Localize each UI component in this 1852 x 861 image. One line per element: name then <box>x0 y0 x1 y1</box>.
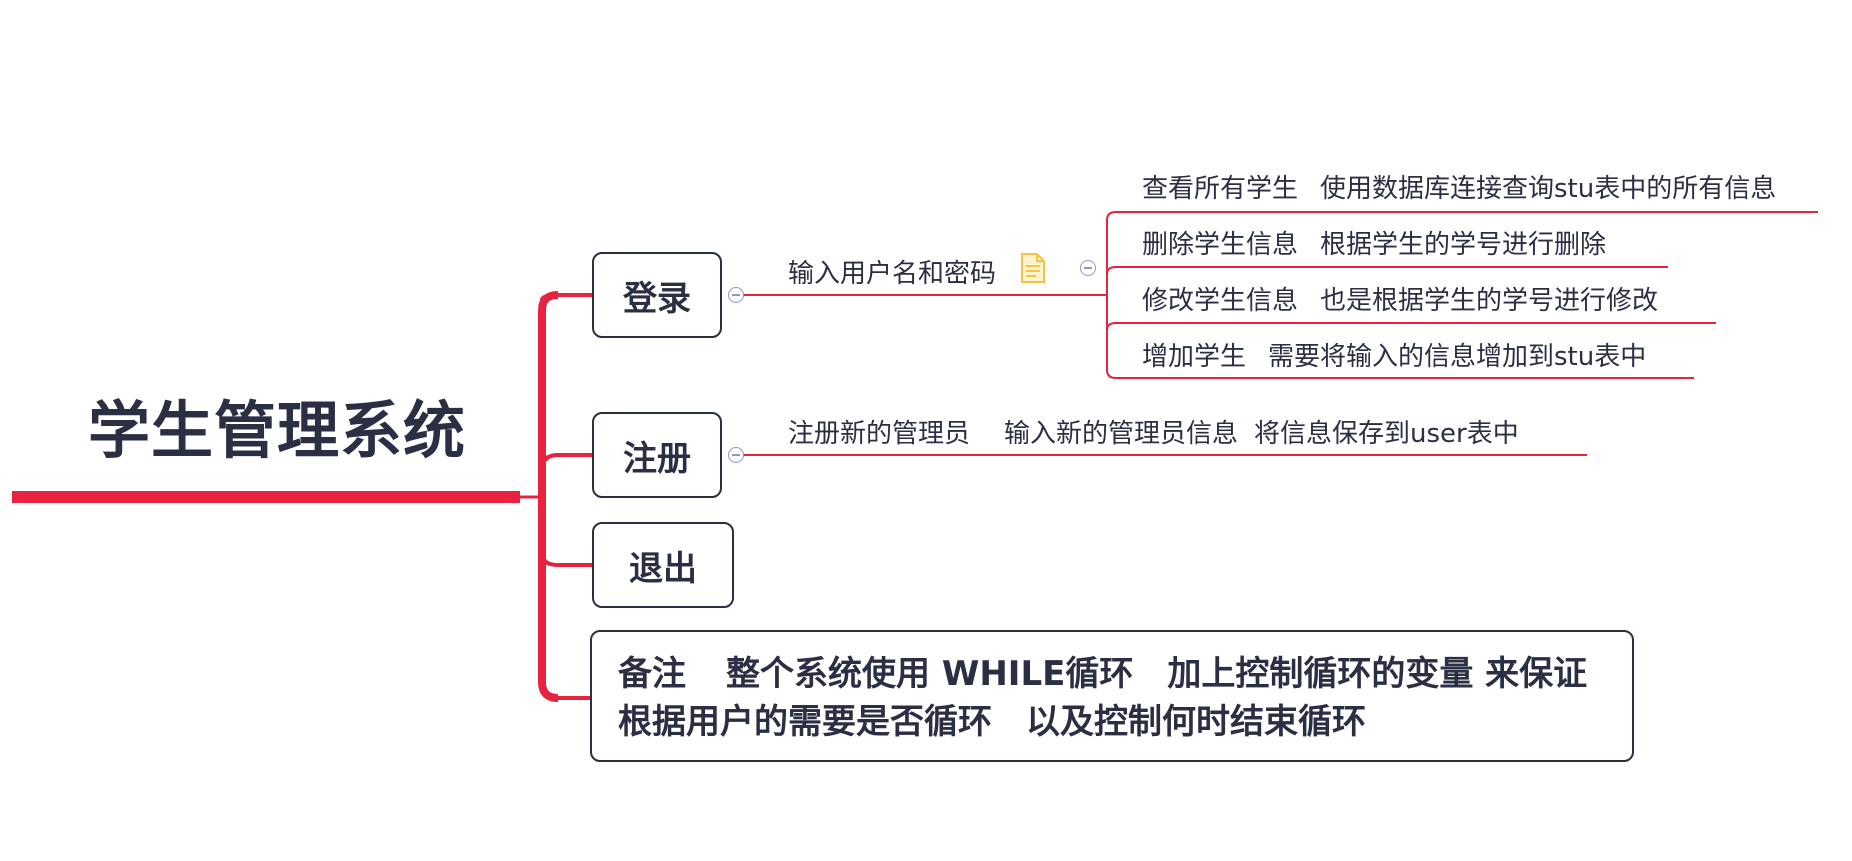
leaf-underline-3 <box>1106 322 1716 331</box>
note-line-1: 备注整个系统使用 WHILE循环 加上控制循环的变量 来保证 <box>618 650 1606 698</box>
leaf-detail: 也是根据学生的学号进行修改 <box>1320 286 1659 316</box>
branch-connector-note <box>540 681 592 700</box>
collapse-toggle-login-child[interactable] <box>1080 260 1096 276</box>
note-line-1-text: 整个系统使用 WHILE循环 加上控制循环的变量 来保证 <box>726 654 1588 694</box>
login-leaves-bracket <box>1100 211 1818 379</box>
leaf-modify-student[interactable]: 修改学生信息也是根据学生的学号进行修改 <box>1142 280 1658 317</box>
note-icon[interactable] <box>1020 252 1046 284</box>
leaf-underline-2 <box>1106 266 1668 275</box>
root-topic[interactable]: 学生管理系统 <box>88 394 467 467</box>
branch-connector-login <box>540 293 592 301</box>
trunk-line <box>538 291 559 702</box>
leaf-detail: 需要将输入的信息增加到stu表中 <box>1268 342 1647 372</box>
leaf-add-student[interactable]: 增加学生需要将输入的信息增加到stu表中 <box>1142 336 1646 373</box>
register-detail-2: 将信息保存到user表中 <box>1254 419 1519 449</box>
branch-node-login[interactable]: 登录 <box>592 252 722 338</box>
branch-connector-register <box>540 453 592 471</box>
branch-node-register[interactable]: 注册 <box>592 412 722 498</box>
leaf-detail: 根据学生的学号进行删除 <box>1320 230 1607 260</box>
branch-node-exit[interactable]: 退出 <box>592 522 734 608</box>
leaf-title: 修改学生信息 <box>1142 286 1299 316</box>
leaf-delete-student[interactable]: 删除学生信息根据学生的学号进行删除 <box>1142 224 1606 261</box>
branch-node-note[interactable]: 备注整个系统使用 WHILE循环 加上控制循环的变量 来保证 根据用户的需要是否… <box>590 630 1634 762</box>
leaf-view-students[interactable]: 查看所有学生使用数据库连接查询stu表中的所有信息 <box>1142 168 1776 205</box>
note-heading: 备注 <box>618 654 686 694</box>
register-child[interactable]: 注册新的管理员 输入新的管理员信息将信息保存到user表中 <box>788 413 1519 450</box>
register-child-label: 注册新的管理员 <box>788 419 971 449</box>
leaf-detail: 使用数据库连接查询stu表中的所有信息 <box>1320 174 1777 204</box>
login-child-label[interactable]: 输入用户名和密码 <box>788 259 997 289</box>
note-line-2: 根据用户的需要是否循环 以及控制何时结束循环 <box>618 702 1366 742</box>
leaf-title: 删除学生信息 <box>1142 230 1299 260</box>
collapse-toggle-register[interactable] <box>728 447 744 463</box>
leaf-title: 增加学生 <box>1142 342 1247 372</box>
register-detail-1: 输入新的管理员信息 <box>1004 419 1239 449</box>
collapse-toggle-login[interactable] <box>728 287 744 303</box>
leaf-title: 查看所有学生 <box>1142 174 1299 204</box>
branch-connector-exit <box>540 552 592 567</box>
